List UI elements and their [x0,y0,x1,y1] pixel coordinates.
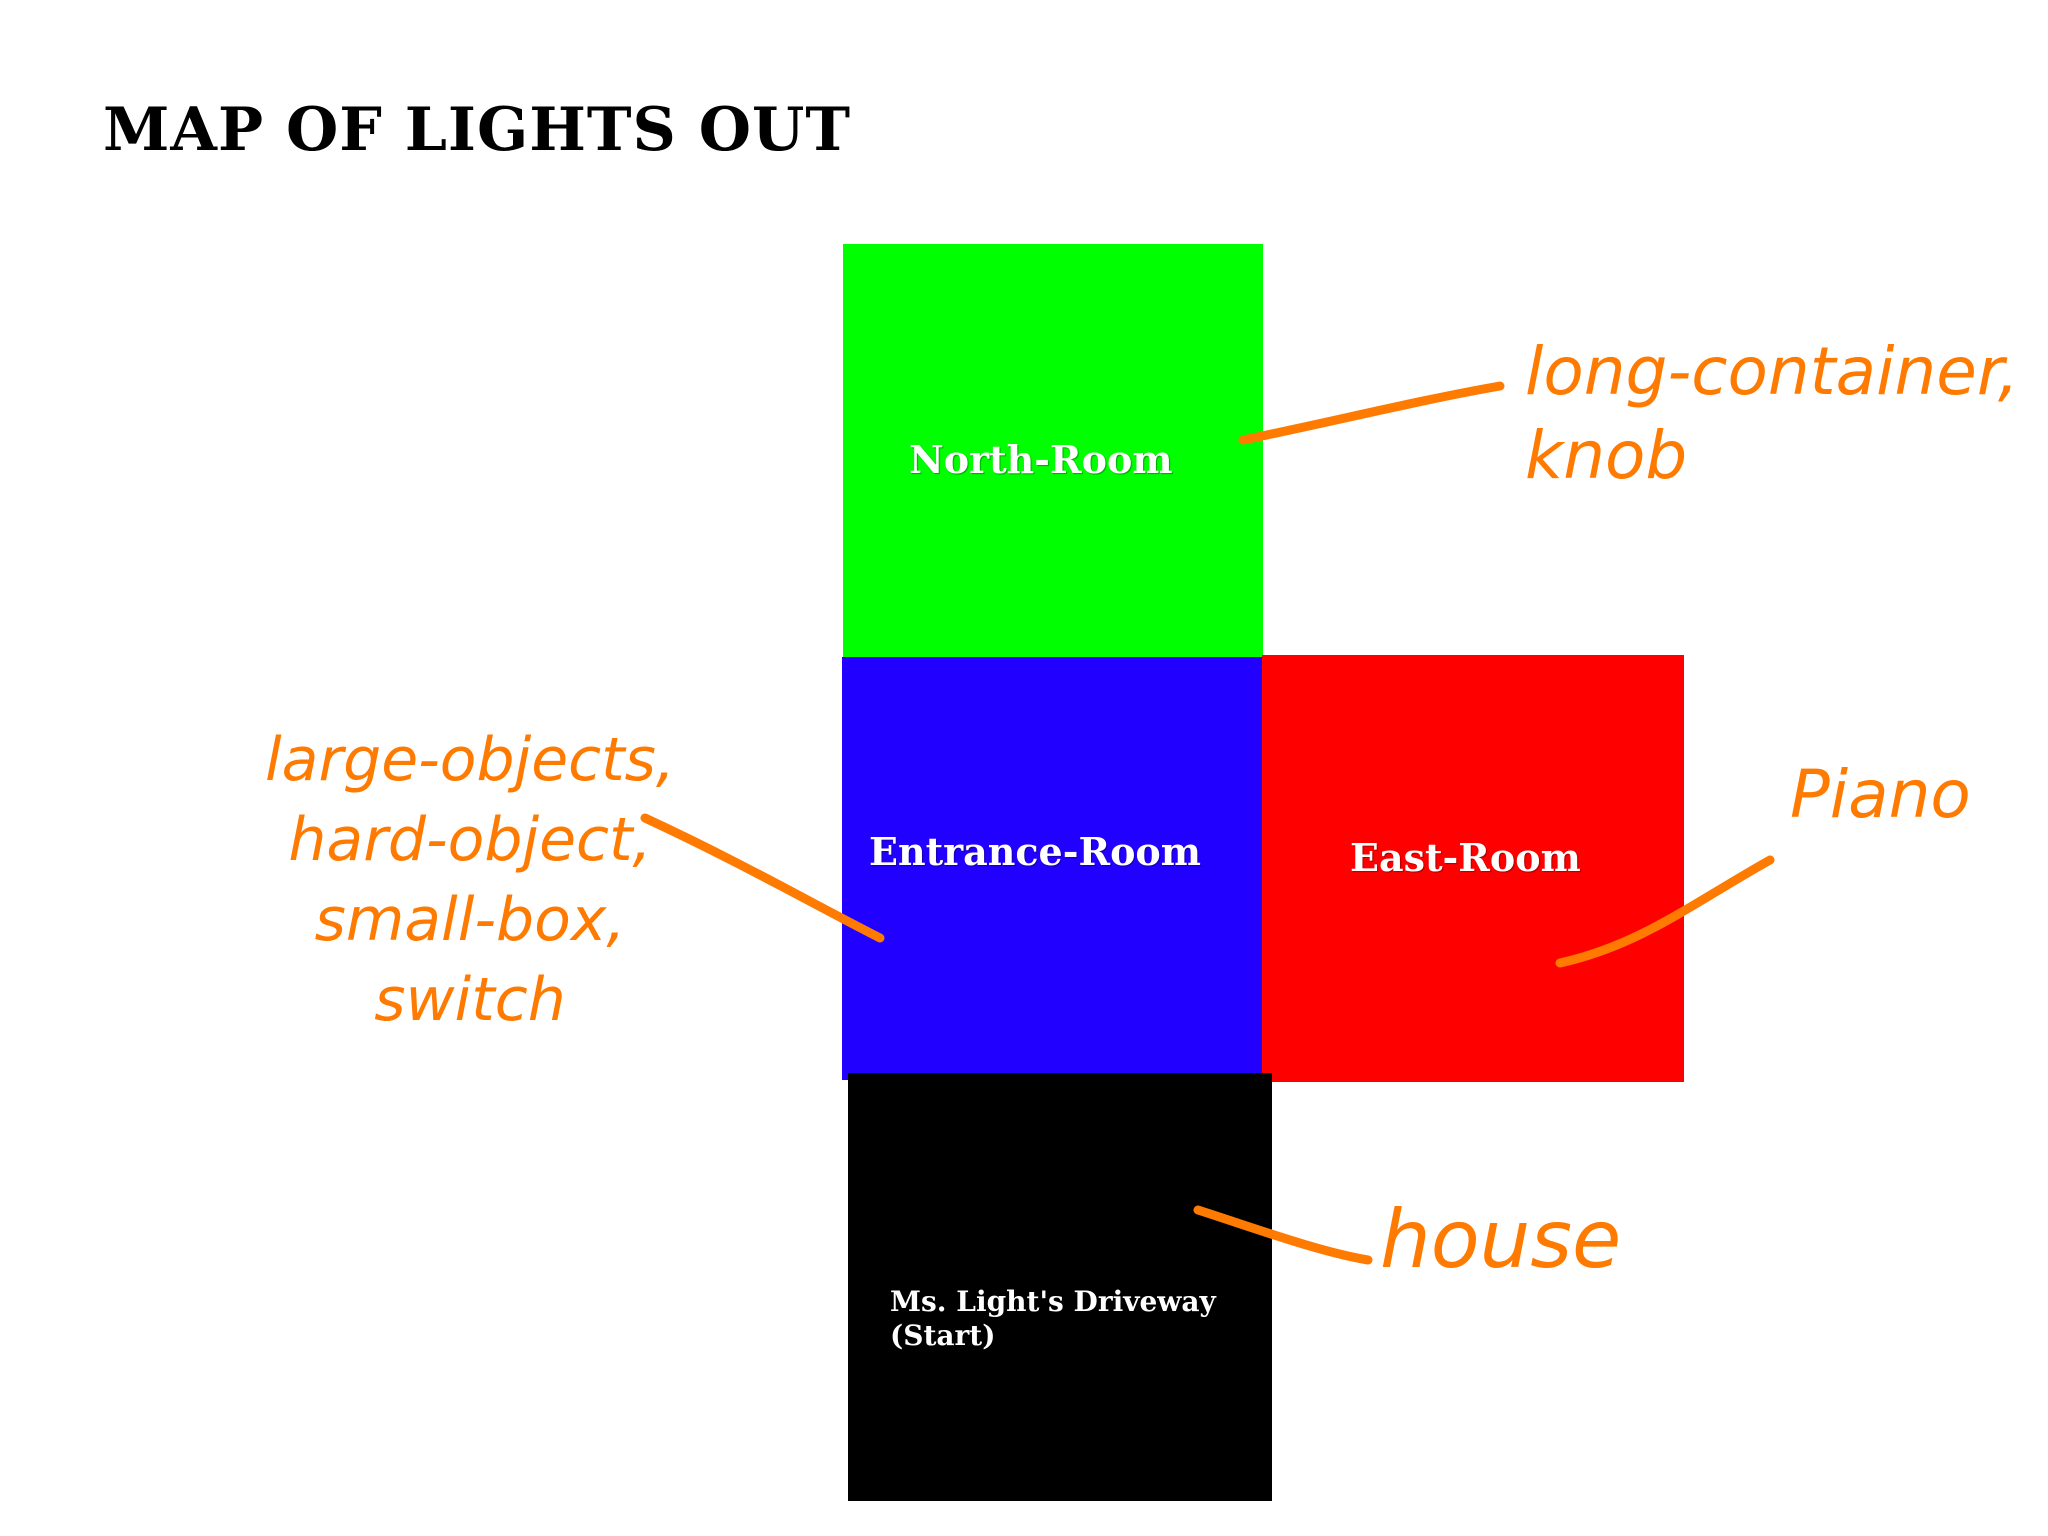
driveway-room: Ms. Light's Driveway (Start) [848,1073,1272,1501]
entrance-room-annotation: large-objects, hard-object, small-box, s… [265,725,675,1035]
page-title: MAP OF LIGHTS OUT [103,95,852,165]
driveway-room-label: Ms. Light's Driveway (Start) [890,1285,1216,1352]
north-room-label: North-Room [909,437,1173,482]
entrance-room-label: Entrance-Room [869,829,1201,874]
north-room: North-Room [843,244,1263,657]
entrance-room: Entrance-Room [842,657,1262,1080]
east-room: East-Room [1262,655,1684,1082]
north-room-annotation: long-container, knob [1525,333,2019,494]
driveway-annotation: house [1380,1193,1622,1286]
east-room-label: East-Room [1350,835,1581,880]
north-annotation-line [1238,381,1505,445]
east-room-annotation: Piano [1790,756,1971,833]
